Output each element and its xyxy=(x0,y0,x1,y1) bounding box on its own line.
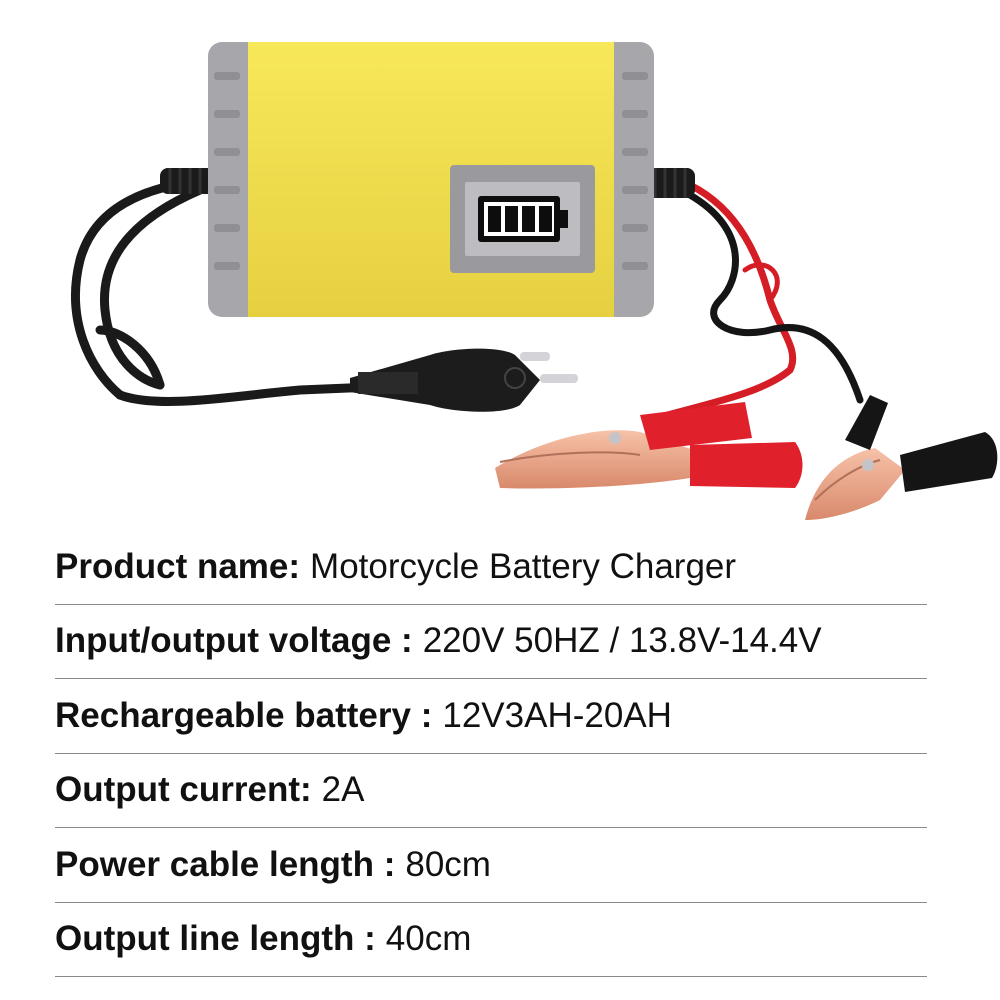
product-photo xyxy=(71,42,998,520)
output-cables xyxy=(646,181,864,424)
spec-label: Input/output voltage : xyxy=(55,621,413,661)
spec-label: Output line length : xyxy=(55,919,376,959)
spec-value: 80cm xyxy=(405,844,491,884)
eu-plug-icon xyxy=(350,348,578,412)
cable-strain-relief-left xyxy=(160,168,215,194)
spec-row-voltage: Input/output voltage : 220V 50HZ / 13.8V… xyxy=(55,605,927,679)
red-clamp-icon xyxy=(495,402,803,489)
spec-value: 12V3AH-20AH xyxy=(442,695,672,735)
charger-body xyxy=(208,42,654,317)
spec-row-battery: Rechargeable battery : 12V3AH-20AH xyxy=(55,679,927,754)
spec-value: 220V 50HZ / 13.8V-14.4V xyxy=(422,621,822,661)
spec-value: 40cm xyxy=(385,919,472,959)
spec-value: 2A xyxy=(321,770,365,810)
spec-value: Motorcycle Battery Charger xyxy=(310,546,737,586)
spec-row-output-line: Output line length : 40cm xyxy=(55,903,927,977)
spec-label: Product name: xyxy=(55,546,301,586)
spec-list: Product name: Motorcycle Battery Charger… xyxy=(55,530,927,977)
spec-row-product-name: Product name: Motorcycle Battery Charger xyxy=(55,530,927,605)
power-cable xyxy=(71,175,425,406)
spec-label: Power cable length : xyxy=(55,844,396,884)
spec-label: Output current: xyxy=(55,770,312,810)
spec-row-power-cable: Power cable length : 80cm xyxy=(55,828,927,903)
spec-row-current: Output current: 2A xyxy=(55,754,927,828)
spec-label: Rechargeable battery : xyxy=(55,695,433,735)
black-clamp-icon xyxy=(805,395,998,520)
battery-level-icon xyxy=(478,196,568,242)
